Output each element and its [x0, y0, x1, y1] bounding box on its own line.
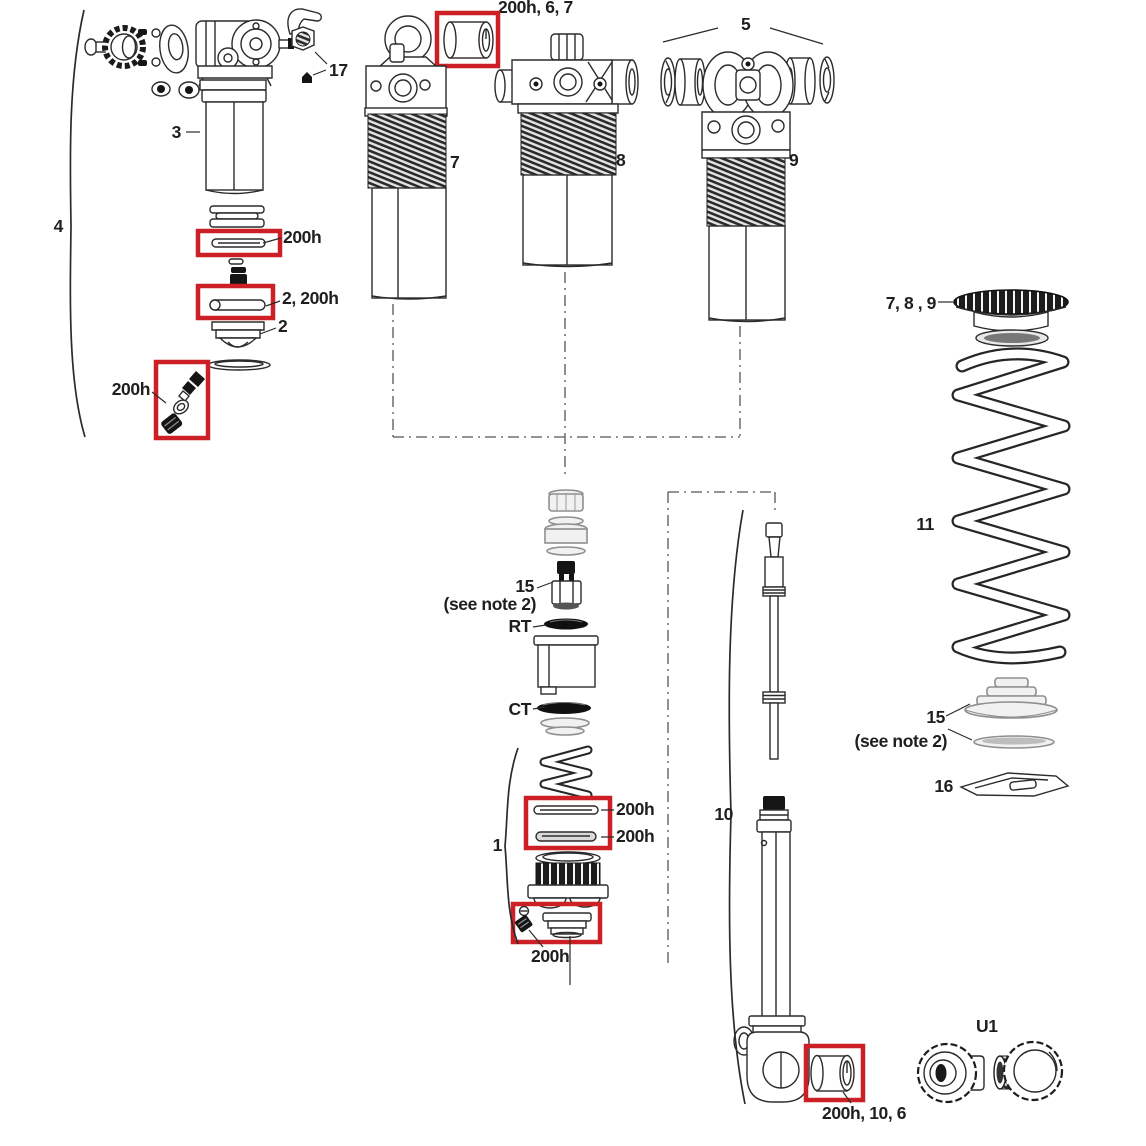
damper-internals-stack: 15 (see note 2) RT CT 200h 200h	[444, 489, 655, 985]
highlight-seal-top	[195, 228, 283, 258]
label-u1: U1	[976, 1016, 998, 1036]
piston-screw	[515, 915, 533, 933]
part-11-coil-spring: 11	[916, 347, 1071, 665]
highlight-piston-seals	[510, 901, 603, 945]
label-adjuster-ring: 7, 8 , 9	[886, 293, 937, 313]
highlight-valve-group	[153, 359, 211, 441]
label-part-5: 5	[741, 14, 751, 34]
part-16-spring-seat: 16	[934, 772, 1070, 797]
part-8-threads	[520, 112, 617, 176]
label-bracket-10: 10	[714, 804, 733, 824]
lever-cap	[302, 72, 312, 83]
part-2-cap	[211, 321, 265, 331]
label-part-16: 16	[934, 776, 953, 796]
highlight-seal-mid	[195, 283, 276, 321]
label-oring-lower: 200h	[616, 826, 654, 846]
damper-body	[733, 796, 810, 1103]
label-part-2: 2	[278, 316, 288, 336]
shaft-reference-lines	[667, 491, 776, 968]
highlight-top-bushing	[434, 10, 501, 69]
part-9-threads	[706, 157, 786, 227]
label-part-9: 9	[789, 150, 799, 170]
part-3-seal-stack: 200h 2, 200h 2	[112, 205, 339, 441]
ct-shim	[537, 702, 591, 714]
assembly-reference-lines	[392, 272, 741, 474]
label-spring-11: 11	[916, 514, 934, 534]
part-10-damper-shaft	[762, 522, 786, 760]
piston-cap	[542, 912, 592, 939]
part-7-threads	[367, 113, 447, 189]
remote-lever	[287, 8, 322, 51]
label-seal-top: 200h	[283, 227, 321, 247]
u1-mount-nuts: U1	[916, 1016, 1064, 1104]
part-15-shaft-nut	[551, 561, 582, 610]
label-piston-seals: 200h	[531, 946, 569, 966]
label-part-8: 8	[616, 150, 626, 170]
label-seal-mid: 2, 200h	[282, 288, 339, 308]
label-valve-group: 200h	[112, 379, 150, 399]
valve-needle-assembly	[161, 371, 205, 434]
label-shaft-nut-15: 15	[515, 576, 534, 596]
label-bracket-4: 4	[54, 216, 64, 236]
bottom-out-bumper: 15 (see note 2)	[855, 677, 1058, 751]
label-shaft-nut-note: (see note 2)	[444, 594, 536, 614]
part-9-body: 9	[701, 51, 799, 323]
eyelet-bushing: 200h, 10, 6	[803, 1043, 907, 1123]
label-bumper-note: (see note 2)	[855, 731, 947, 751]
mount-bushing-top: 200h, 6, 7	[434, 0, 573, 69]
label-bumper-15: 15	[926, 707, 945, 727]
part-3-remote-assembly: 17 3	[84, 8, 348, 195]
part-7-body: 7	[364, 15, 460, 300]
label-top-mount-hardware: 200h, 6, 7	[498, 0, 573, 17]
label-ct: CT	[508, 699, 531, 719]
spring-preload-ring: 7, 8 , 9	[886, 289, 1069, 347]
part-5-mount-hardware: 5	[660, 14, 835, 107]
part-8-body: 8	[494, 33, 639, 268]
highlight-orings	[523, 795, 613, 851]
label-bracket-1: 1	[493, 835, 503, 855]
bracket-4: 4	[54, 9, 86, 438]
piston-assembly	[527, 851, 609, 909]
bracket-1: 1	[493, 747, 519, 945]
label-oring-upper: 200h	[616, 799, 654, 819]
label-eyelet-bushing: 200h, 10, 6	[822, 1103, 907, 1123]
highlight-eyelet-bushing	[803, 1043, 866, 1103]
bracket-10: 10	[714, 509, 746, 1105]
label-rt: RT	[508, 616, 531, 636]
label-part-17: 17	[329, 60, 348, 80]
label-part-7: 7	[450, 152, 459, 172]
label-part-3: 3	[172, 122, 182, 142]
